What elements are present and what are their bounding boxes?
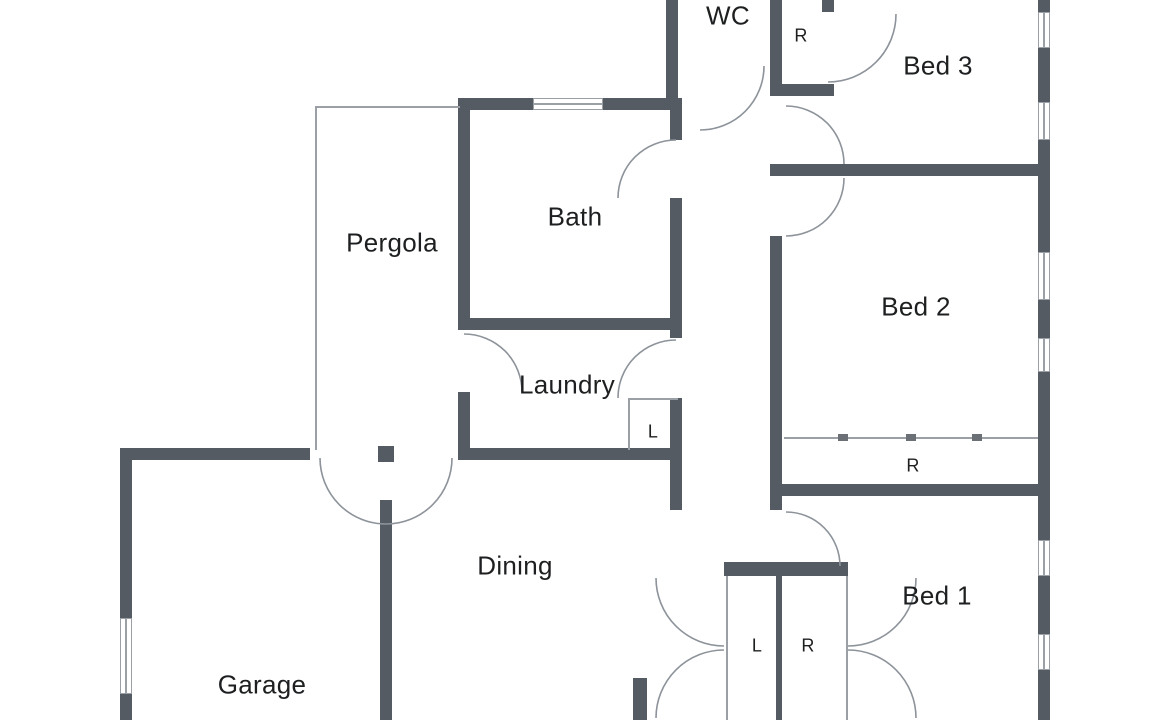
room-label-laundry: Laundry (518, 369, 616, 400)
door-arc-laundry-left (463, 333, 523, 393)
wall-garage-right (380, 500, 392, 720)
window-bath (533, 98, 603, 110)
wall-laundry-right (670, 398, 682, 510)
robe-track-handle (972, 434, 982, 441)
marker-linen-laundry: L (647, 421, 659, 442)
wall-wc-right (770, 0, 782, 92)
window-garage (120, 618, 132, 694)
wall-robe3-bottom (770, 84, 834, 96)
wall-bottom-stub (633, 678, 647, 720)
door-arc-bed2 (785, 177, 845, 237)
wall-bath-right-mid (670, 198, 682, 338)
wall-bath-left (458, 98, 470, 330)
marker-robe-bed3: R (794, 25, 808, 46)
linen-box-top (628, 398, 678, 400)
wall-laundry-left (458, 392, 470, 460)
room-label-bed1: Bed 1 (902, 580, 972, 611)
door-arc-wc (699, 65, 765, 131)
room-label-wc: WC (706, 0, 750, 31)
wall-laundry-bottom (458, 448, 682, 460)
wall-robe3-top-stub (822, 0, 834, 12)
window-right-2 (1038, 102, 1050, 140)
window-right-6 (1038, 634, 1050, 670)
marker-closet-right: R (801, 635, 815, 656)
room-label-bed3: Bed 3 (903, 50, 973, 81)
window-right-1 (1038, 12, 1050, 48)
pergola-outline-top (315, 106, 460, 108)
door-arc-pergola-right (385, 457, 453, 525)
wall-closet-top (724, 562, 848, 576)
wall-spine-junction (770, 164, 782, 176)
wall-pergola-door-post (378, 446, 394, 462)
door-arc-closetR-bot (847, 649, 917, 719)
room-label-dining: Dining (477, 550, 553, 581)
wall-wc-left (666, 0, 678, 98)
door-arc-robe-bed3 (827, 13, 897, 83)
wall-bath-right-upper (670, 98, 682, 140)
door-arc-bed3 (785, 105, 845, 165)
window-right-3 (1038, 252, 1050, 300)
pergola-outline-left (315, 106, 317, 450)
door-arc-closetL-bot (655, 649, 725, 719)
room-label-bath: Bath (547, 201, 603, 232)
room-label-garage: Garage (217, 669, 307, 700)
robe-track-handle (838, 434, 848, 441)
wall-bed3-bed2-divider (782, 164, 1040, 176)
door-arc-pergola-left (319, 457, 387, 525)
closet-face-right (846, 576, 848, 720)
marker-closet-left: L (751, 635, 763, 656)
room-label-pergola: Pergola (346, 227, 438, 258)
closet-face-left (726, 576, 728, 720)
wall-garage-top (120, 448, 310, 460)
door-arc-closetL-top (655, 577, 725, 647)
window-right-4 (1038, 338, 1050, 372)
room-label-bed2: Bed 2 (881, 291, 951, 322)
wall-spine-center (770, 236, 782, 510)
door-arc-bed1 (785, 511, 841, 567)
door-arc-closetR-top (847, 577, 917, 647)
wall-bed2-bottom (782, 484, 1040, 496)
door-arc-laundry-right (617, 339, 677, 399)
window-right-5 (1038, 540, 1050, 576)
robe-track-handle (906, 434, 916, 441)
marker-robe-bed2: R (906, 455, 920, 476)
wall-closet-divider (776, 576, 782, 720)
wall-bath-bottom (458, 318, 682, 330)
door-arc-bath (617, 139, 677, 199)
linen-box-left (628, 398, 630, 450)
